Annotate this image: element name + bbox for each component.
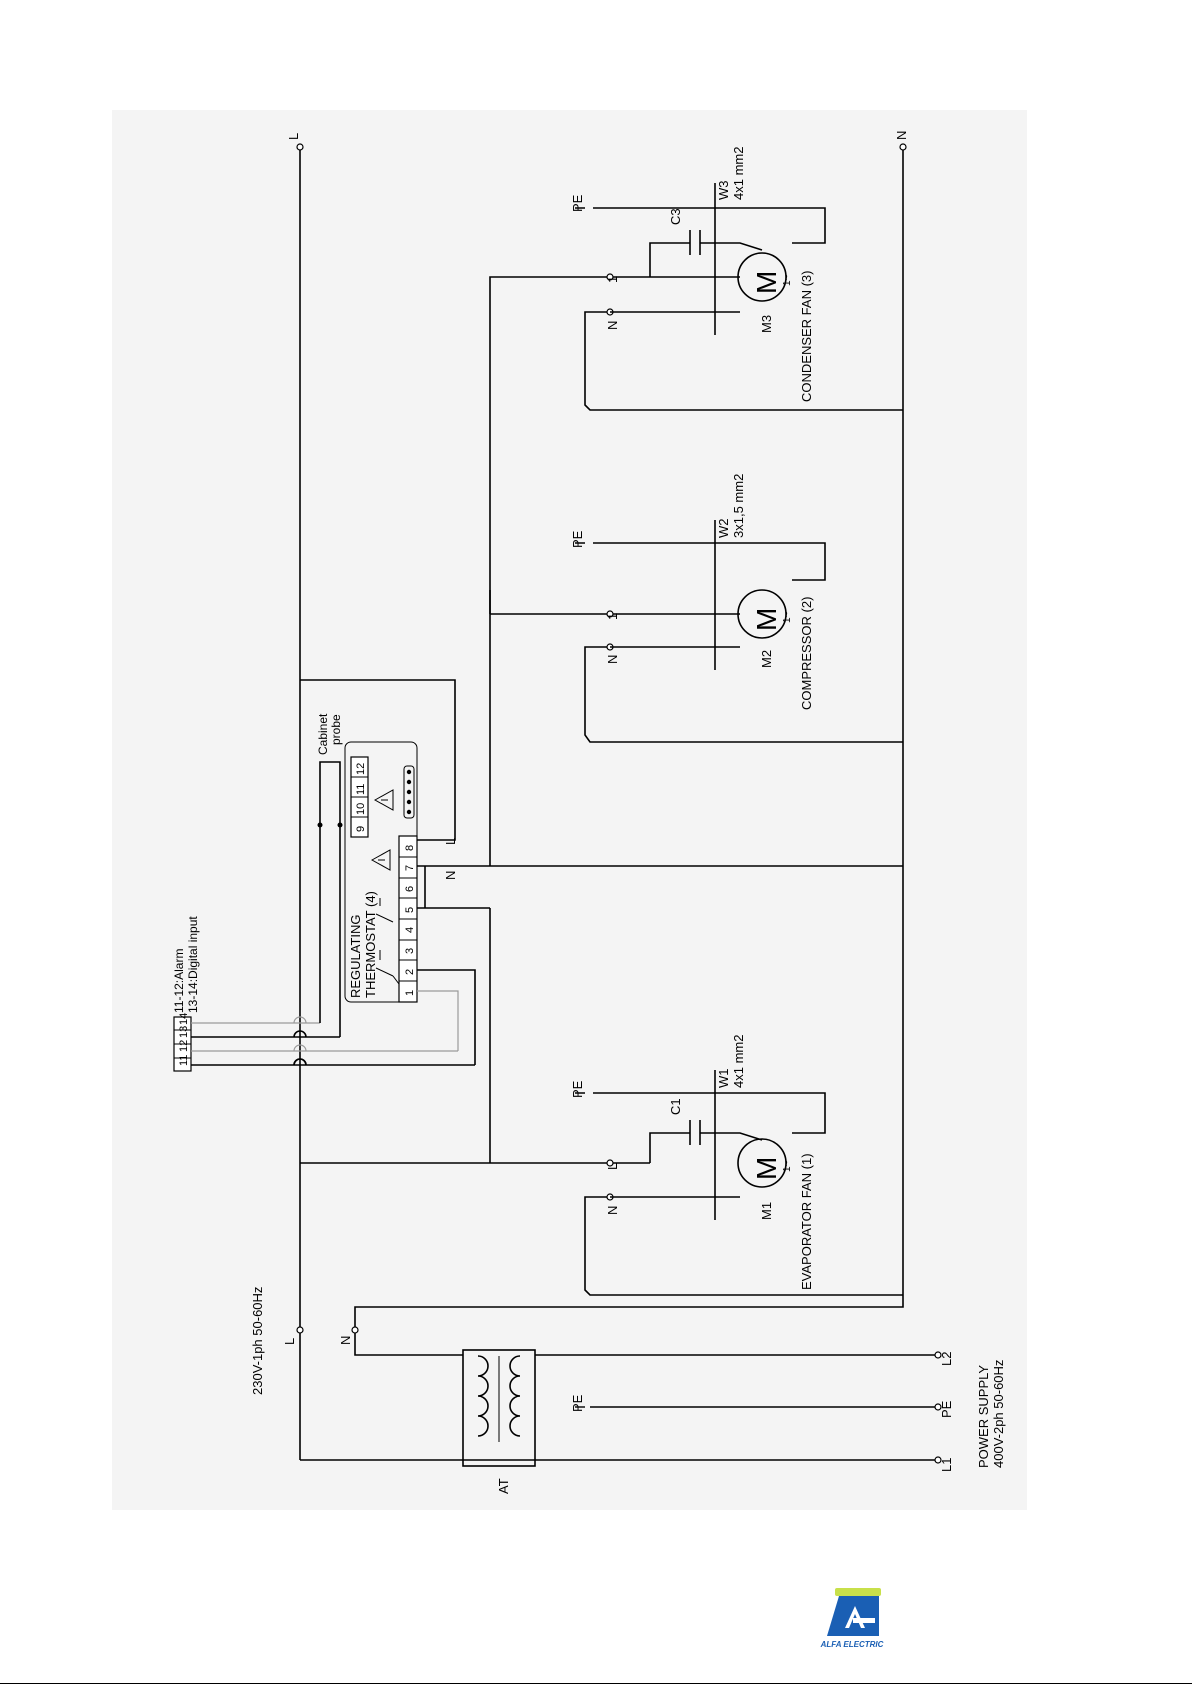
m3-wire-spec: 4x1 mm2: [731, 147, 746, 200]
m3-id: M3: [759, 315, 774, 333]
thermostat-lower-terminals: [399, 856, 417, 982]
supply-subtitle: 400V-2ph 50-60Hz: [991, 1360, 1006, 1468]
m2-wire: W2: [716, 519, 731, 539]
top-line-label: L: [286, 133, 301, 140]
m2-live: 1: [605, 613, 620, 620]
thermo-terminal-1: 1: [404, 990, 416, 996]
m2-pe: PE: [570, 530, 585, 548]
motor-m2: [575, 520, 903, 743]
aux-terminal-14: 14: [178, 1013, 190, 1025]
warning-triangle-icon: [370, 849, 391, 871]
m1-phase: 1~: [782, 1160, 793, 1172]
terminal-l2: L2: [939, 1352, 954, 1366]
logo-text: ALFA ELECTRIC: [820, 1640, 884, 1649]
aux-terminal-12: 12: [178, 1040, 190, 1052]
m3-capacitor: C3: [668, 208, 683, 225]
m1-neutral: N: [605, 1206, 620, 1215]
thermostat-l-label: L: [443, 838, 458, 845]
motor-m3: [575, 183, 903, 411]
m3-symbol: M: [751, 271, 782, 294]
aux-legend-digital: 13-14:Digital input: [186, 916, 200, 1013]
diagram-panel: [112, 110, 1027, 1510]
thermo-terminal-8: 8: [404, 845, 416, 851]
m1-wire-spec: 4x1 mm2: [731, 1035, 746, 1088]
m3-wire: W3: [716, 181, 731, 201]
pe-label-bottom: PE: [570, 1394, 585, 1412]
supply-left-n: N: [338, 1336, 353, 1345]
m2-wire-spec: 3x1,5 mm2: [731, 474, 746, 538]
aux-terminal-11: 11: [178, 1055, 190, 1066]
terminal-pe: PE: [939, 1400, 954, 1418]
thermo-terminal-7: 7: [404, 865, 416, 871]
probe-sublabel: probe: [329, 714, 343, 745]
m1-wire: W1: [716, 1069, 731, 1089]
m2-neutral: N: [605, 655, 620, 664]
thermo-terminal-4: 4: [404, 927, 416, 933]
m1-id: M1: [759, 1202, 774, 1220]
m3-live: 1: [605, 276, 620, 283]
led-dots: [403, 765, 415, 819]
m1-capacitor: C1: [668, 1098, 683, 1115]
aux-legend-alarm: 11-12:Alarm: [172, 949, 186, 1013]
m2-name: COMPRESSOR (2): [799, 597, 814, 710]
m1-pe: PE: [570, 1080, 585, 1098]
probe-label: Cabinet: [316, 713, 330, 755]
aux-terminal-13: 13: [178, 1026, 190, 1038]
top-neutral-label: N: [894, 131, 909, 140]
thermostat-title: REGULATING: [348, 914, 363, 998]
thermo-terminal-3: 3: [404, 948, 416, 954]
thermostat-subtitle: THERMOSTAT (4): [363, 891, 378, 998]
m2-id: M2: [759, 650, 774, 668]
thermo-terminal-12: 12: [355, 763, 367, 775]
m3-phase: 1~: [782, 274, 793, 286]
m1-name: EVAPORATOR FAN (1): [799, 1153, 814, 1290]
alfa-electric-logo: ALFA ELECTRIC: [820, 1588, 884, 1649]
thermo-terminal-2: 2: [404, 969, 416, 975]
m3-neutral: N: [605, 321, 620, 330]
terminal-l1: L1: [939, 1458, 954, 1472]
thermo-terminal-9: 9: [355, 826, 367, 832]
thermo-terminal-11: 11: [355, 784, 367, 795]
warning-triangle-icon: [373, 789, 394, 811]
relay-contact-icon: [375, 898, 394, 923]
m1-live: L: [605, 1163, 620, 1170]
m2-symbol: M: [751, 608, 782, 631]
footer-rule: [0, 1683, 1192, 1684]
motor-m1: [575, 1070, 903, 1296]
transformer-label: AT: [496, 1478, 511, 1494]
m3-name: CONDENSER FAN (3): [799, 271, 814, 402]
thermo-terminal-6: 6: [404, 886, 416, 892]
supply-left-title: 230V-1ph 50-60Hz: [250, 1287, 265, 1395]
m2-phase: 1~: [782, 611, 793, 623]
m3-pe: PE: [570, 194, 585, 212]
thermo-terminal-5: 5: [404, 907, 416, 913]
relay-contact-icon: [375, 950, 400, 985]
supply-left-l: L: [282, 1338, 297, 1345]
thermo-terminal-10: 10: [355, 803, 367, 815]
supply-title: POWER SUPPLY: [976, 1365, 991, 1468]
thermostat-n-label: N: [443, 871, 458, 880]
m1-symbol: M: [751, 1157, 782, 1180]
